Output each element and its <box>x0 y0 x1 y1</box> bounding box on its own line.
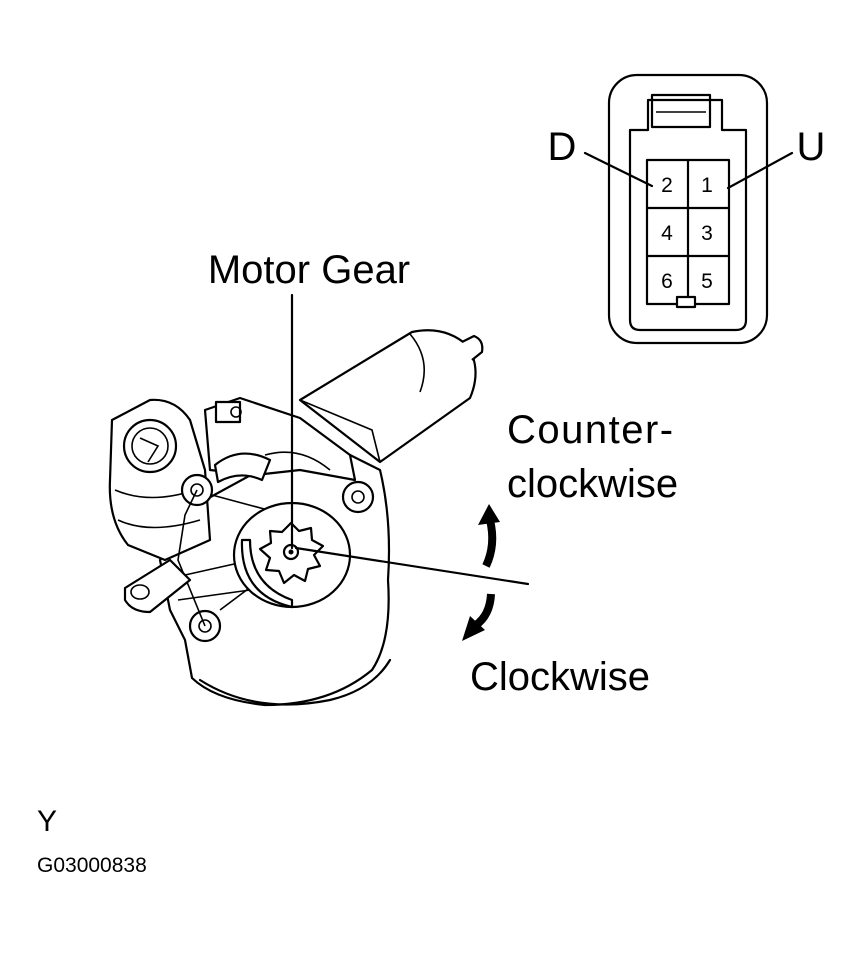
clockwise-arrowhead <box>462 616 485 641</box>
terminal-d-label: D <box>548 125 577 169</box>
mount-boss-tr <box>341 480 375 514</box>
connector-inner-housing <box>628 98 748 332</box>
counterclockwise-arrow <box>482 519 497 568</box>
clockwise-label: Clockwise <box>470 655 650 699</box>
counterclockwise-label-line2: clockwise <box>507 462 678 506</box>
motor-shaft-end <box>461 334 484 361</box>
pin-label: 1 <box>701 174 713 197</box>
counterclockwise-arrowhead <box>478 504 500 525</box>
leader-d <box>583 151 654 188</box>
annotations: Motor Gear Counter- clockwise Clockwise … <box>37 248 678 877</box>
rotation-axis-line <box>294 546 530 586</box>
view-letter: Y <box>37 805 57 838</box>
terminal-u-label: U <box>797 125 826 169</box>
connector: 2 1 4 3 6 5 D U <box>548 73 826 345</box>
figure-code: G03000838 <box>37 854 147 877</box>
pin-label: 6 <box>661 270 673 293</box>
window-regulator-motor <box>108 329 484 707</box>
connector-latch <box>650 93 712 129</box>
top-clip <box>214 400 242 424</box>
gear-shroud <box>240 538 294 609</box>
pin-label: 2 <box>661 174 673 197</box>
clockwise-arrow <box>473 593 495 629</box>
connector-key <box>675 295 697 309</box>
pin-label: 4 <box>661 222 673 245</box>
leader-u <box>726 151 794 190</box>
pin-label: 3 <box>701 222 713 245</box>
counterclockwise-label-line1: Counter- <box>507 408 675 452</box>
pin-label: 5 <box>701 270 713 293</box>
motor-gear-label: Motor Gear <box>208 248 410 292</box>
